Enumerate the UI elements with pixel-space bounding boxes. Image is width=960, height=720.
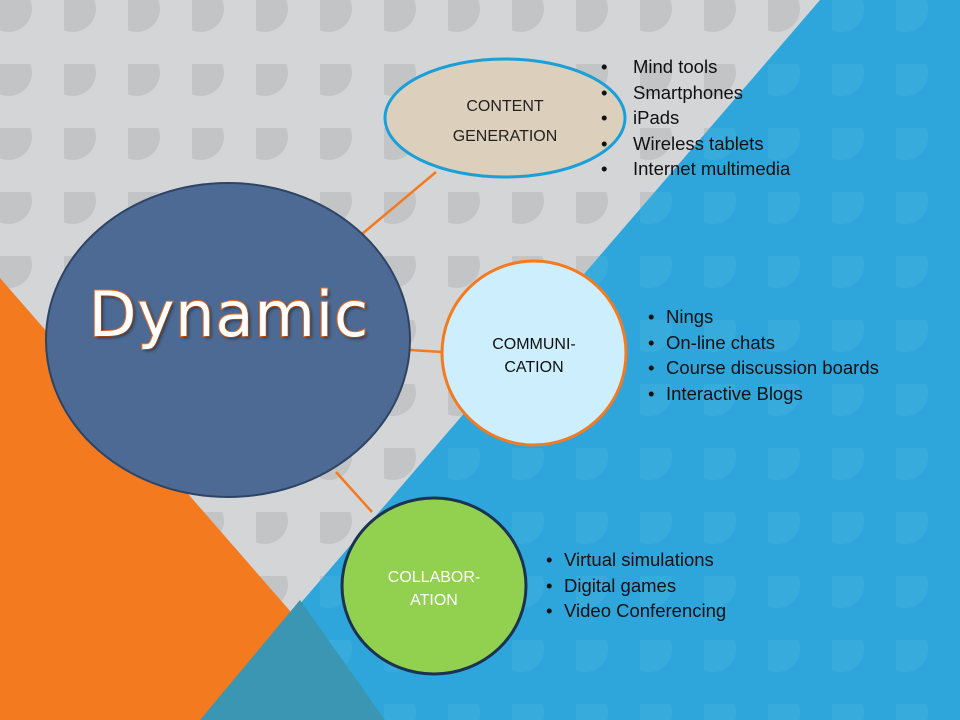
- collaboration-label: COLLABOR- ATION: [344, 566, 524, 612]
- list-item: iPads: [601, 105, 790, 131]
- collaboration-circle: [340, 496, 528, 676]
- list-item: Virtual simulations: [546, 547, 726, 573]
- connector-content: [361, 171, 437, 235]
- dynamic-ellipse: [45, 182, 411, 498]
- teal-overlap: [200, 600, 385, 720]
- communication-circle: [440, 259, 628, 447]
- list-item: Wireless tablets: [601, 131, 790, 157]
- connectors: [335, 171, 443, 513]
- connector-communication: [409, 348, 443, 354]
- dynamic-title: Dynamic: [88, 277, 370, 352]
- communication-line2: CATION: [504, 359, 564, 376]
- list-item: On-line chats: [648, 330, 879, 356]
- content-generation-line2: GENERATION: [452, 128, 558, 145]
- list-item: Digital games: [546, 573, 726, 599]
- content-generation-line1: CONTENT: [466, 98, 544, 115]
- list-item: Mind tools: [601, 54, 790, 80]
- collaboration-list: Virtual simulations Digital games Video …: [546, 547, 726, 624]
- communication-label: COMMUNI- CATION: [444, 333, 624, 379]
- collaboration-line1: COLLABOR-: [387, 569, 481, 586]
- communication-list: Nings On-line chats Course discussion bo…: [648, 304, 879, 406]
- content-generation-list: Mind tools Smartphones iPads Wireless ta…: [601, 54, 790, 182]
- content-generation-label: CONTENT GENERATION: [405, 92, 605, 152]
- list-item: Nings: [648, 304, 879, 330]
- list-item: Interactive Blogs: [648, 381, 879, 407]
- list-item: Video Conferencing: [546, 598, 726, 624]
- collaboration-line2: ATION: [410, 592, 458, 609]
- list-item: Smartphones: [601, 80, 790, 106]
- list-item: Course discussion boards: [648, 355, 879, 381]
- communication-line1: COMMUNI-: [492, 336, 576, 353]
- connector-collaboration: [335, 471, 373, 513]
- list-item: Internet multimedia: [601, 156, 790, 182]
